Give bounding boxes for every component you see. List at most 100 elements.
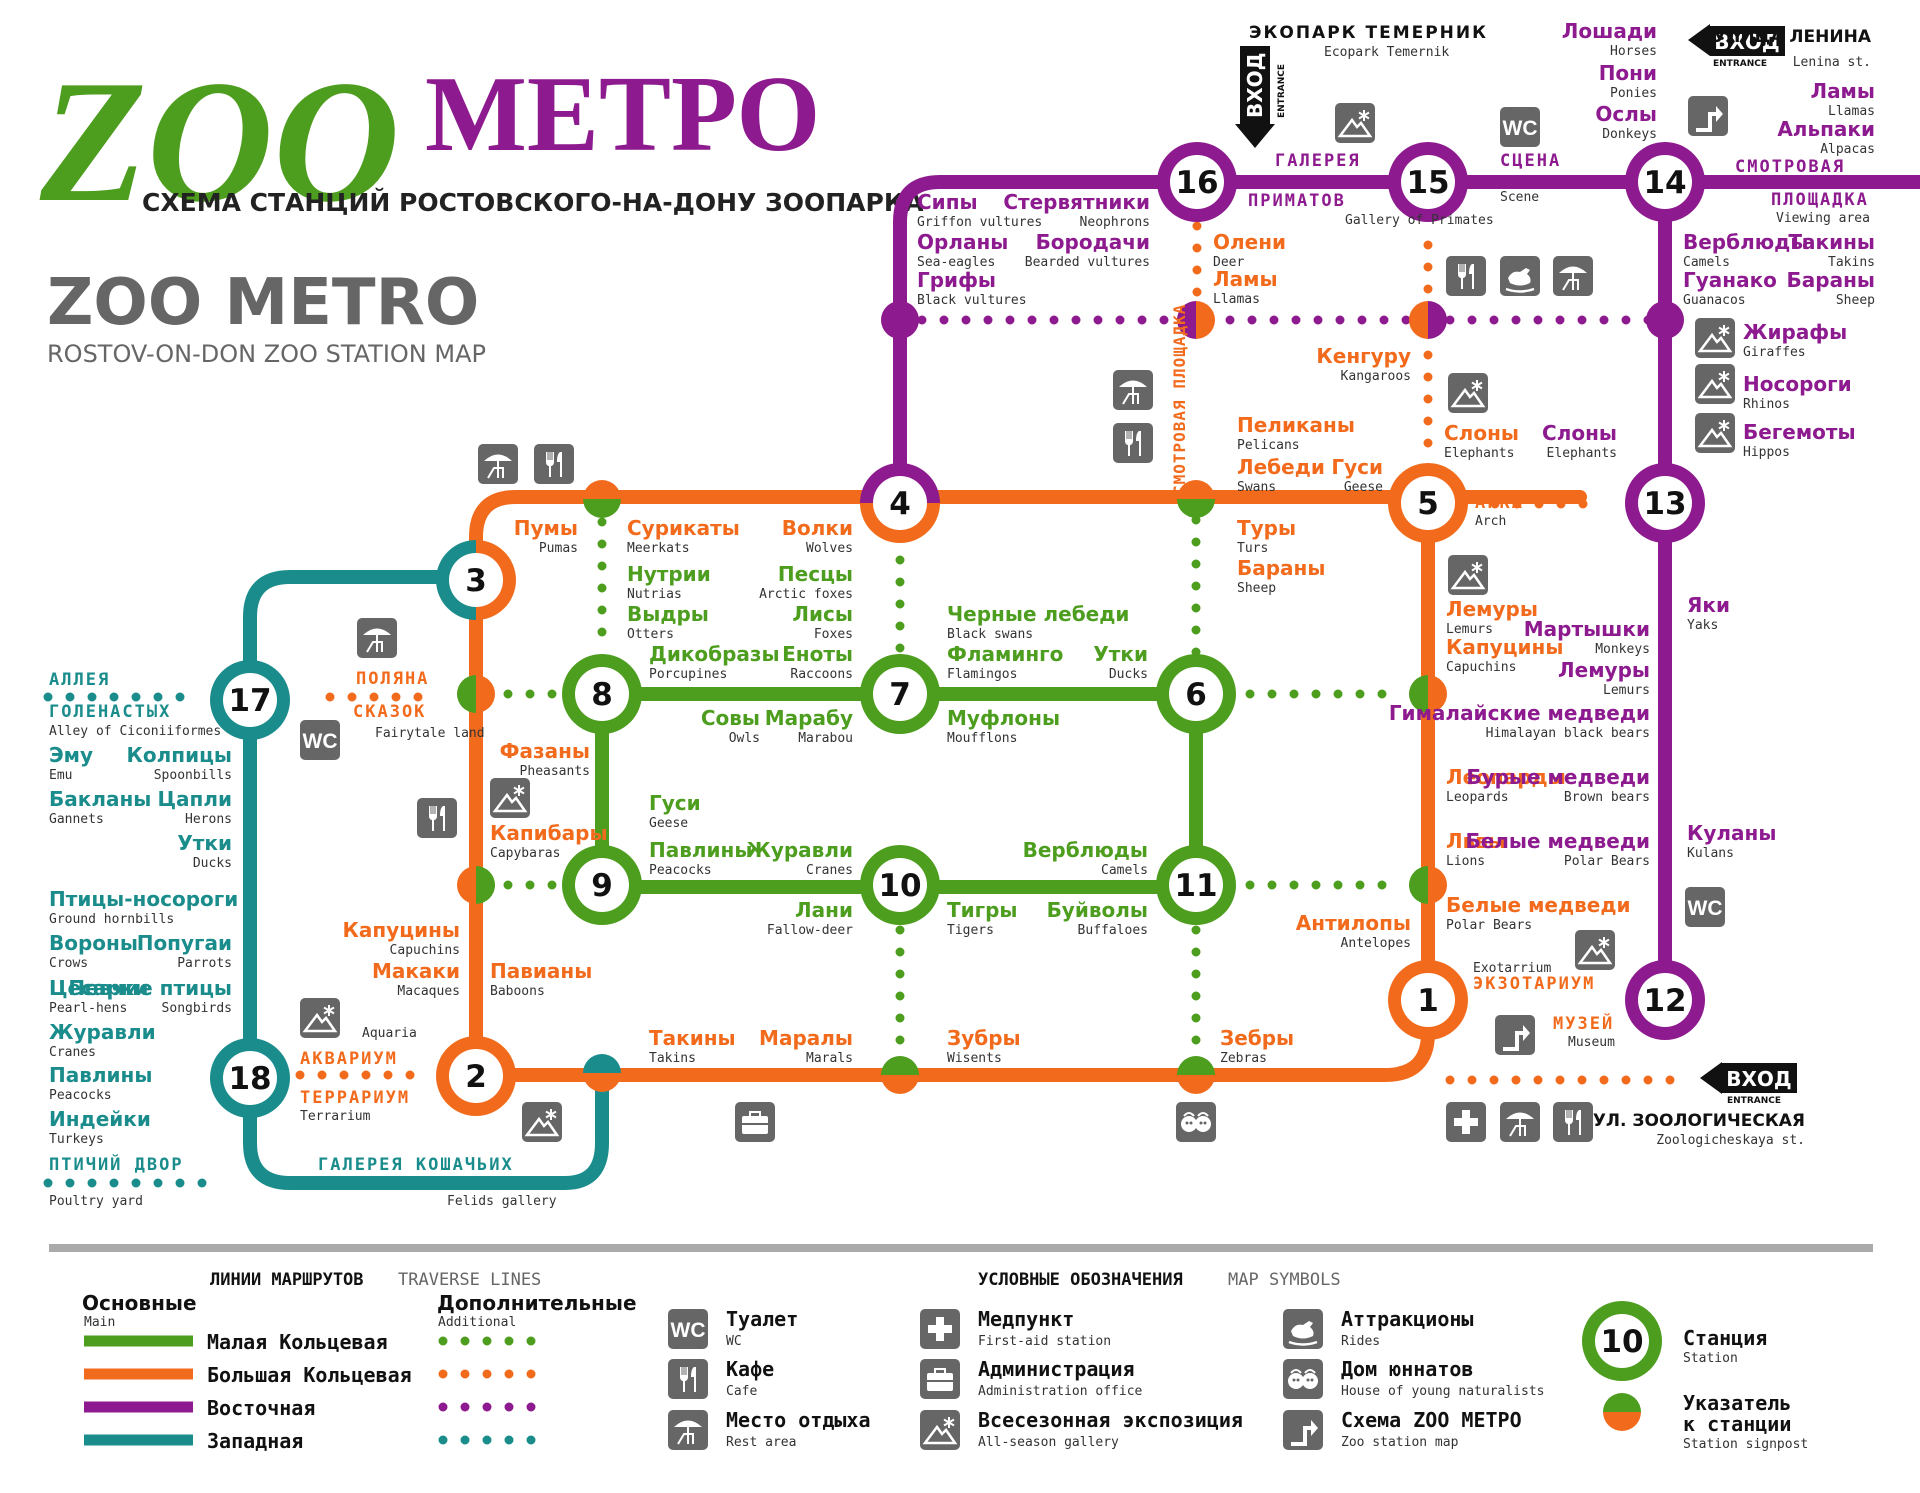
animal-name-ru: Орланы (917, 230, 1008, 254)
svg-text:ПОЛЯНА: ПОЛЯНА (356, 669, 429, 689)
animal-name-ru: Сипы (917, 190, 978, 214)
station-15[interactable]: 15 (1388, 142, 1468, 222)
animal-name-en: Pelicans (1237, 438, 1300, 453)
station-12[interactable]: 12 (1625, 960, 1705, 1040)
svg-text:ГАЛЕРЕЯ: ГАЛЕРЕЯ (1275, 151, 1361, 171)
legend-symbol-sublabel: WC (726, 1334, 742, 1349)
legend-line-label: Восточная (207, 1396, 315, 1420)
animal-name-en: Marals (806, 1051, 853, 1066)
animal-name-ru: Бараны (1787, 268, 1875, 292)
animal-name-ru: Ламы (1810, 79, 1875, 103)
animal-name-en: Black vultures (917, 293, 1027, 308)
legend-signpost-icon (1603, 1393, 1641, 1431)
animal-name-ru: Бегемоты (1743, 420, 1856, 444)
station-1[interactable]: 1 (1388, 960, 1468, 1040)
administration-icon (734, 1101, 776, 1143)
all-season-gallery-icon (488, 776, 532, 820)
animal-name-en: Spoonbills (154, 768, 232, 783)
svg-text:МУЗЕЙ: МУЗЕЙ (1553, 1012, 1614, 1034)
legend-symbol-label: Администрация (978, 1357, 1135, 1381)
animal-name-ru: Антилопы (1296, 911, 1411, 935)
first-aid-icon (920, 1309, 960, 1349)
legend-symbol-sublabel: Cafe (726, 1384, 757, 1399)
station-8[interactable]: 8 (562, 654, 642, 734)
entrance-temernik[interactable]: ВХОД ENTRANCE ЭКОПАРК ТЕМЕРНИК Ecopark T… (1235, 23, 1488, 148)
animal-name-ru: Нутрии (627, 562, 711, 586)
station-10[interactable]: 10 (860, 845, 940, 925)
station-13[interactable]: 13 (1625, 463, 1705, 543)
station-3[interactable]: 3 (436, 540, 516, 620)
animal-name-en: Llamas (1828, 104, 1875, 119)
animal-name-ru: Марабу (765, 706, 853, 730)
animal-name-ru: Тигры (947, 898, 1018, 922)
animal-name-en: Guanacos (1683, 293, 1746, 308)
animal-name-ru: Цапли (157, 787, 232, 811)
animal-name-ru: Слоны (1542, 421, 1617, 445)
animal-name-en: Turkeys (49, 1132, 104, 1147)
animal-name-en: Camels (1101, 863, 1148, 878)
animal-name-en: Horses (1610, 44, 1657, 59)
entrance-lenina[interactable]: ВХОД ENTRANCE УЛИЦА ЛЕНИНА Lenina st. (1688, 24, 1872, 70)
station-14[interactable]: 14 (1625, 142, 1705, 222)
legend-symbol-sublabel: Rides (1341, 1334, 1380, 1349)
station-6[interactable]: 6 (1156, 654, 1236, 734)
young-naturalists-icon (1282, 1358, 1324, 1400)
animal-name-ru: Сурикаты (627, 516, 740, 540)
station-18[interactable]: 18 (210, 1038, 290, 1118)
animal-name-en: Elephants (1547, 446, 1617, 461)
animal-name-en: Peacocks (649, 863, 712, 878)
entrance-zoologicheskaya[interactable]: ВХОД ENTRANCE УЛ. ЗООЛОГИЧЕСКАЯ Zoologic… (1593, 1062, 1805, 1148)
station-16[interactable]: 16 (1157, 142, 1237, 222)
svg-text:ВХОД: ВХОД (1714, 30, 1779, 54)
animal-name-ru: Такины (1788, 230, 1875, 254)
station-17[interactable]: 17 (210, 660, 290, 740)
animal-name-en: Flamingos (947, 667, 1017, 682)
station-4[interactable]: 4 (860, 463, 940, 543)
all-season-gallery-icon (1333, 101, 1377, 145)
all-season-gallery-icon (298, 996, 342, 1040)
svg-text:Scene: Scene (1500, 190, 1539, 205)
cafe-icon (1113, 423, 1153, 463)
svg-text:ЭКЗОТАРИУМ: ЭКЗОТАРИУМ (1473, 974, 1595, 994)
station-11[interactable]: 11 (1156, 845, 1236, 925)
animal-name-en: Buffaloes (1078, 923, 1148, 938)
legend-symbol-sublabel: First-aid station (978, 1334, 1111, 1349)
svg-text:8: 8 (591, 677, 613, 713)
station-2[interactable]: 2 (436, 1036, 516, 1116)
legend-symbol-sublabel: Administration office (978, 1384, 1143, 1399)
station-5[interactable]: 5 (1388, 463, 1468, 543)
animal-name-en: Pearl-hens (49, 1001, 127, 1016)
station-9[interactable]: 9 (562, 845, 642, 925)
line-west-lower (243, 1066, 609, 1190)
svg-text:ENTRANCE: ENTRANCE (1727, 1096, 1781, 1106)
animal-name-en: Ducks (193, 856, 232, 871)
animal-name-ru: Фламинго (947, 642, 1063, 666)
animal-name-en: Yaks (1687, 618, 1718, 633)
cafe-icon (1553, 1102, 1593, 1142)
svg-text:Lenina st.: Lenina st. (1793, 55, 1871, 70)
legend-line-item: Восточная (84, 1396, 550, 1420)
svg-text:Viewing area: Viewing area (1776, 211, 1870, 226)
station-7[interactable]: 7 (860, 654, 940, 734)
